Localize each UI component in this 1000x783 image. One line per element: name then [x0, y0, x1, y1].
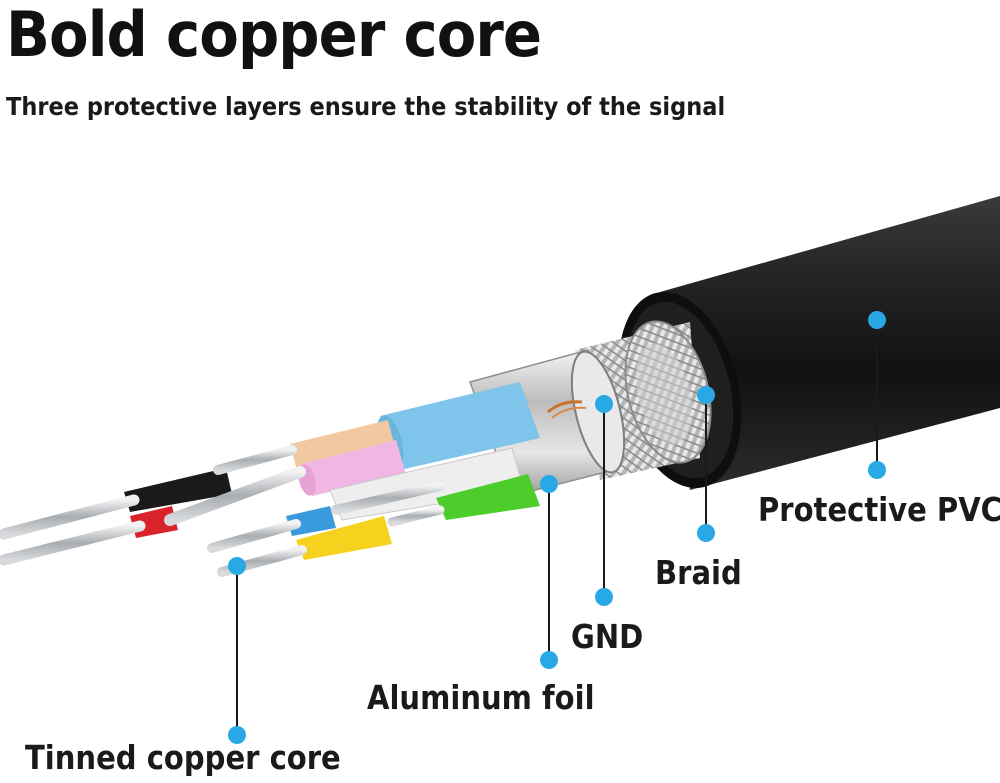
label-tinned-copper-core: Tinned copper core	[25, 738, 341, 777]
label-gnd: GND	[571, 617, 643, 656]
marker-dot-foil-end	[540, 651, 558, 669]
marker-dot-gnd	[595, 395, 613, 413]
insulated-wires	[124, 382, 540, 560]
label-braid: Braid	[655, 553, 742, 592]
marker-dot-braid	[697, 386, 715, 404]
marker-dot-foil	[540, 475, 558, 493]
marker-dot-core	[228, 557, 246, 575]
marker-dot-pvc-end	[868, 461, 886, 479]
label-aluminum-foil: Aluminum foil	[367, 678, 595, 717]
marker-dot-pvc	[868, 311, 886, 329]
label-protective-pvc: Protective PVC	[758, 490, 1000, 529]
marker-dot-braid-end	[697, 524, 715, 542]
marker-dot-gnd-end	[595, 588, 613, 606]
